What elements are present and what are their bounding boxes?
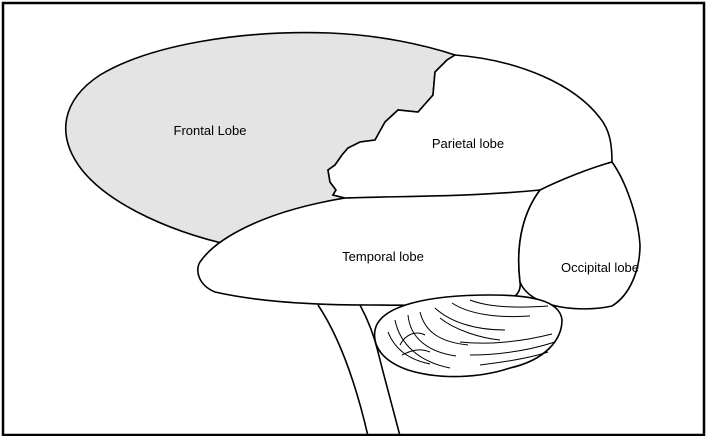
- parietal-lobe-label: Parietal lobe: [432, 136, 504, 151]
- temporal-lobe-label: Temporal lobe: [342, 249, 424, 264]
- occipital-lobe-label: Occipital lobe: [561, 260, 639, 275]
- frontal-lobe-label: Frontal Lobe: [174, 123, 247, 138]
